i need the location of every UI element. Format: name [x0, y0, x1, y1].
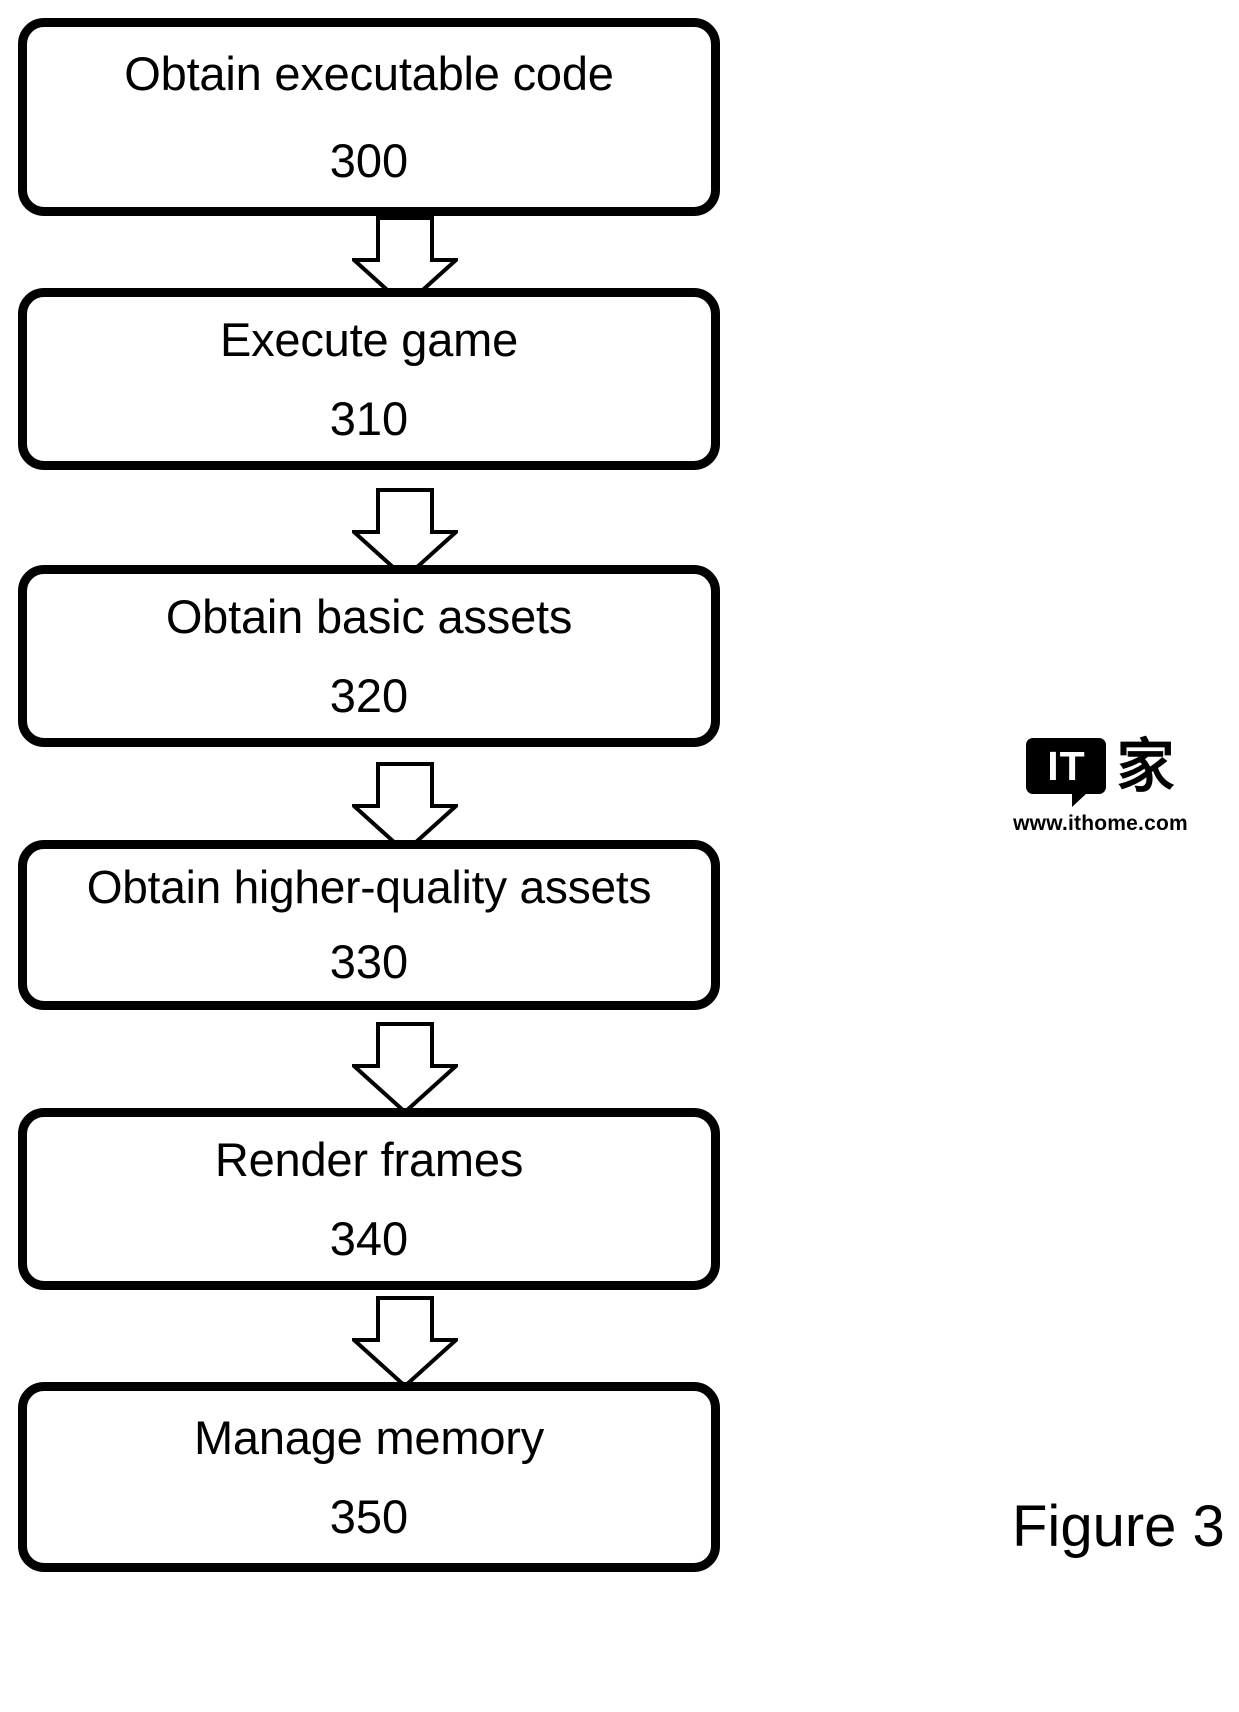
flow-step-330: Obtain higher-quality assets 330 — [18, 840, 720, 1010]
flow-step-label: Execute game — [219, 312, 519, 366]
watermark-url: www.ithome.com — [1013, 812, 1188, 835]
flow-step-number: 340 — [329, 1212, 409, 1265]
flow-step-number: 350 — [329, 1490, 409, 1543]
down-block-arrow-icon — [352, 1022, 458, 1114]
flow-step-310: Execute game 310 — [18, 288, 720, 470]
flow-step-300: Obtain executable code 300 — [18, 18, 720, 216]
flow-step-label: Obtain basic assets — [165, 589, 573, 643]
watermark: IT 家 www.ithome.com — [962, 732, 1239, 836]
down-block-arrow-icon — [352, 488, 458, 580]
flow-step-label: Manage memory — [193, 1410, 545, 1464]
flow-step-label: Obtain executable code — [124, 46, 614, 100]
ithome-logo-icon: IT 家 — [962, 732, 1239, 807]
flow-step-number: 300 — [329, 134, 409, 187]
flow-step-number: 320 — [329, 669, 409, 722]
flow-step-320: Obtain basic assets 320 — [18, 565, 720, 747]
down-block-arrow-icon — [352, 216, 458, 308]
figure-caption: Figure 3 — [1012, 1494, 1225, 1559]
flow-step-number: 330 — [329, 935, 409, 989]
flowchart: Obtain executable code 300 Execute game … — [18, 18, 720, 1572]
flow-step-label: Render frames — [214, 1132, 524, 1186]
flow-step-340: Render frames 340 — [18, 1108, 720, 1290]
down-block-arrow-icon — [352, 762, 458, 854]
flow-step-label: Obtain higher-quality assets — [86, 861, 652, 914]
flow-step-number: 310 — [329, 392, 409, 445]
down-block-arrow-icon — [352, 1296, 458, 1388]
watermark-cjk-glyph: 家 — [1116, 732, 1175, 800]
flow-step-350: Manage memory 350 — [18, 1382, 720, 1572]
it-badge-icon: IT — [1026, 738, 1107, 807]
